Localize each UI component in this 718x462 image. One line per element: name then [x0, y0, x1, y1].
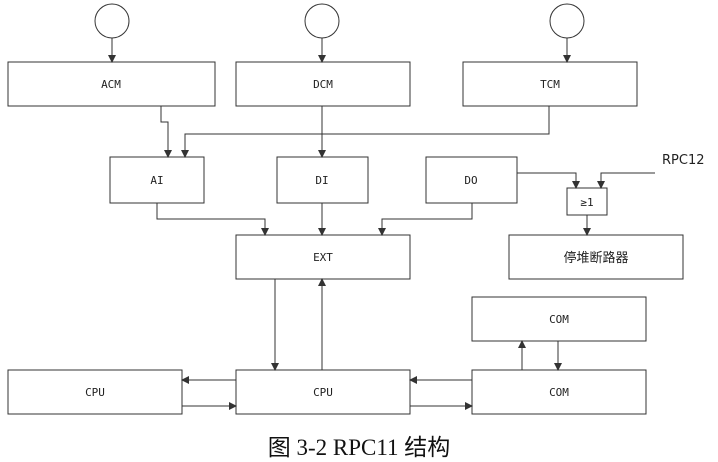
breaker-label: 停堆断路器	[563, 250, 628, 266]
arrow-ai-ext	[156, 203, 269, 236]
cpu-left-box	[7, 369, 183, 415]
arrow-tcm-ai	[181, 106, 550, 158]
com-top-label: COM	[549, 313, 569, 326]
com-bottom-label: COM	[549, 386, 569, 399]
ai-label: AI	[150, 174, 163, 187]
ext-label: EXT	[313, 251, 333, 264]
di-label: DI	[315, 174, 328, 187]
arrow-rpc12-gate	[597, 172, 655, 189]
sensor-circle-acm	[94, 3, 130, 39]
sensor-circle-tcm	[549, 3, 585, 39]
breaker-box	[508, 234, 684, 280]
cpu-left-label: CPU	[85, 386, 105, 399]
com-top-box	[471, 296, 647, 342]
arrow-do-gate	[517, 172, 580, 189]
dcm-label: DCM	[313, 78, 333, 91]
figure-caption: 图 3-2 RPC11 结构	[267, 435, 451, 460]
cpu-center-label: CPU	[313, 386, 333, 399]
cpu-center-box	[235, 369, 411, 415]
tcm-box	[462, 61, 638, 107]
acm-label: ACM	[101, 78, 121, 91]
rpc12-label: RPC12	[662, 153, 705, 168]
sensor-circle-dcm	[304, 3, 340, 39]
arrow-acm-ai	[160, 106, 172, 158]
arrow-do-ext	[378, 203, 473, 236]
do-label: DO	[464, 174, 477, 187]
or-gate-label: ≥1	[580, 196, 593, 209]
tcm-label: TCM	[540, 78, 560, 91]
